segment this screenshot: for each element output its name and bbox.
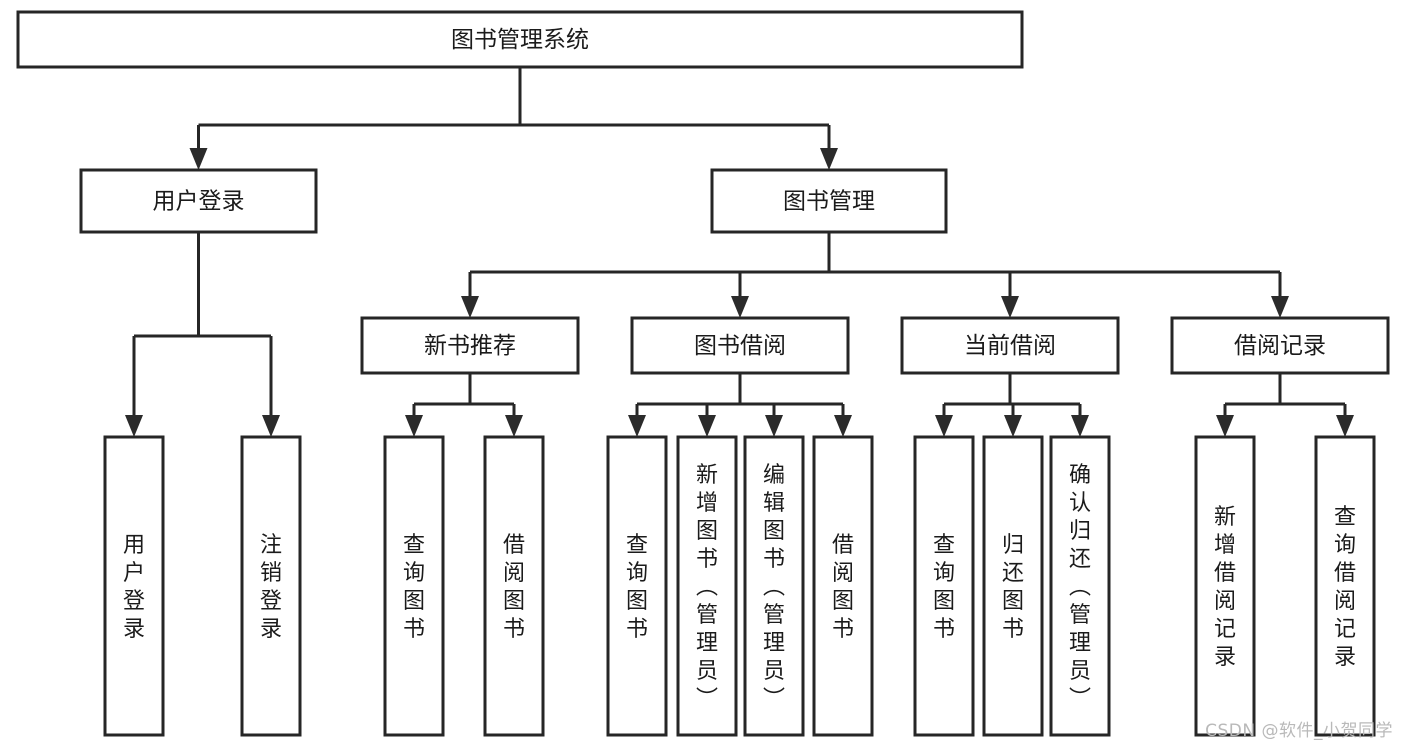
node-label: 确认归还︵管理员︶ [1069,463,1091,712]
node-label: 编辑图书︵管理员︶ [763,463,785,712]
node-label: 当前借阅 [964,333,1056,359]
connector-layer [125,67,1354,437]
node-box [743,435,805,737]
node-box [240,435,302,737]
node-label: 查询图书 [933,533,955,642]
node-box [79,168,318,234]
node-leaf-edit-book[interactable]: 编辑图书︵管理员︶ [743,435,805,737]
node-box [913,435,975,737]
arrow-head-icon [505,415,523,437]
node-leaf-confirm-return[interactable]: 确认归还︵管理员︶ [1049,435,1111,737]
node-label: 借阅图书 [503,533,525,642]
arrow-head-icon [820,148,838,170]
csdn-watermark: CSDN @软件_小贺同学 [1205,721,1393,741]
node-box [982,435,1044,737]
arrow-head-icon [262,415,280,437]
node-box [1314,435,1376,737]
arrow-head-icon [189,148,208,170]
node-box [900,316,1120,375]
node-book-manage[interactable]: 图书管理 [710,168,948,234]
node-label: 查询图书 [626,533,648,642]
node-box [630,316,850,375]
arrow-head-icon [834,415,852,437]
node-box [812,435,874,737]
node-user-login[interactable]: 用户登录 [79,168,318,234]
arrow-head-icon [765,415,783,437]
node-box [360,316,580,375]
node-label: 图书管理系统 [451,27,589,53]
node-label: 新增借阅记录 [1214,505,1236,670]
node-borrow-record[interactable]: 借阅记录 [1170,316,1390,375]
node-label: 图书管理 [783,189,875,215]
arrow-head-icon [935,415,953,437]
node-leaf-add-book[interactable]: 新增图书︵管理员︶ [676,435,738,737]
node-label: 注销登录 [260,533,282,642]
arrow-head-icon [628,415,646,437]
node-label: 图书借阅 [694,333,786,359]
arrow-head-icon [731,296,749,318]
node-box [383,435,445,737]
node-leaf-borrow-book-1[interactable]: 借阅图书 [483,435,545,737]
arrow-head-icon [1001,296,1019,318]
node-leaf-query-record[interactable]: 查询借阅记录 [1314,435,1376,737]
arrow-head-icon [1216,415,1234,437]
node-new-book-recommend[interactable]: 新书推荐 [360,316,580,375]
node-box [16,10,1024,69]
node-leaf-logout[interactable]: 注销登录 [240,435,302,737]
arrow-head-icon [1071,415,1089,437]
node-layer: 图书管理系统用户登录图书管理新书推荐图书借阅当前借阅借阅记录用户登录注销登录查询… [16,10,1390,737]
node-leaf-query-book-1[interactable]: 查询图书 [383,435,445,737]
node-label: 借阅图书 [832,533,854,642]
node-box [676,435,738,737]
arrow-head-icon [1271,296,1289,318]
node-current-borrow[interactable]: 当前借阅 [900,316,1120,375]
node-leaf-borrow-book-2[interactable]: 借阅图书 [812,435,874,737]
node-root[interactable]: 图书管理系统 [16,10,1024,69]
node-box [1170,316,1390,375]
node-label: 查询借阅记录 [1334,505,1356,670]
node-label: 归还图书 [1002,533,1024,642]
node-book-borrow[interactable]: 图书借阅 [630,316,850,375]
node-label: 新增图书︵管理员︶ [696,463,718,712]
node-box [1049,435,1111,737]
node-label: 用户登录 [123,533,145,642]
arrow-head-icon [461,296,479,318]
arrow-head-icon [1004,415,1022,437]
node-box [483,435,545,737]
node-label: 借阅记录 [1234,333,1326,359]
arrow-head-icon [125,415,143,437]
node-box [710,168,948,234]
node-box [606,435,668,737]
node-leaf-user-login[interactable]: 用户登录 [103,435,165,737]
node-leaf-return-book[interactable]: 归还图书 [982,435,1044,737]
node-leaf-add-record[interactable]: 新增借阅记录 [1194,435,1256,737]
node-label: 用户登录 [153,189,245,215]
node-box [1194,435,1256,737]
node-label: 新书推荐 [424,333,516,359]
node-leaf-query-book-2[interactable]: 查询图书 [606,435,668,737]
node-label: 查询图书 [403,533,425,642]
node-box [103,435,165,737]
arrow-head-icon [698,415,716,437]
node-leaf-query-book-3[interactable]: 查询图书 [913,435,975,737]
arrow-head-icon [405,415,423,437]
arrow-head-icon [1336,415,1354,437]
